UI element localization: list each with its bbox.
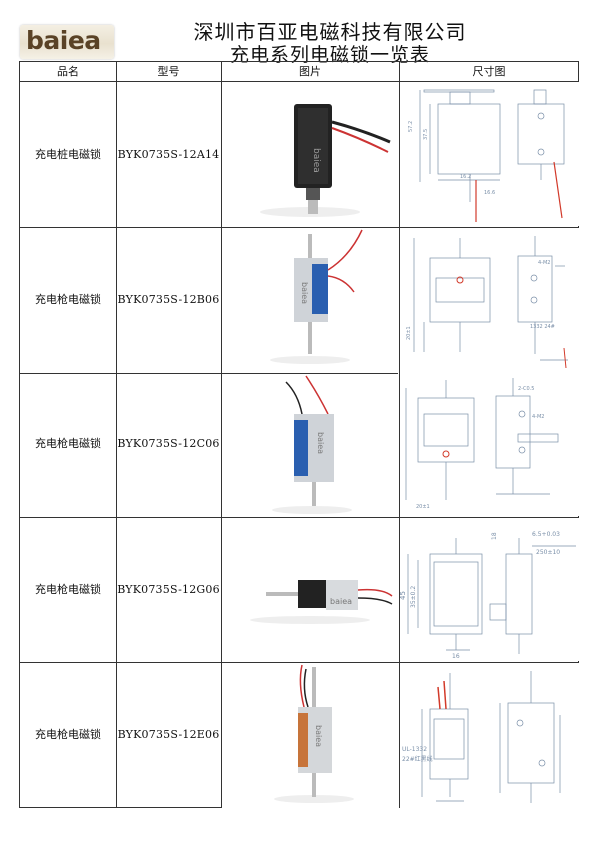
product-model: BYK0735S-12C06: [117, 437, 220, 450]
drawing-label: 57.2: [408, 121, 414, 132]
drawing-label: 35±0.2: [410, 586, 417, 608]
drawing-label: UL-1332: [402, 746, 427, 753]
row-divider: [20, 373, 398, 374]
column-header-name: 品名: [57, 65, 79, 78]
product-model: BYK0735S-12E06: [117, 728, 220, 741]
product-model: BYK0735S-12G06: [117, 583, 220, 596]
column-divider: [221, 62, 222, 807]
product-name: 充电枪电磁锁: [35, 293, 101, 306]
drawing-label: 16.2: [460, 174, 471, 180]
product-photo: baiea: [222, 82, 399, 226]
column-header-photo: 图片: [299, 65, 321, 78]
column-divider: [399, 62, 400, 807]
photo-brand-text: baiea: [316, 432, 325, 454]
product-model: BYK0735S-12A14: [117, 148, 220, 161]
dimension-drawing: UL-1332 22#红黑线: [400, 663, 579, 808]
drawing-label: 4-M2: [532, 414, 544, 420]
drawing-label: 20±1: [416, 504, 430, 510]
product-name: 充电枪电磁锁: [35, 583, 101, 596]
product-photo: baiea: [222, 518, 399, 661]
logo-text: baiea: [26, 26, 101, 55]
row-divider: [20, 81, 578, 82]
photo-brand-text: baiea: [314, 725, 323, 747]
drawing-label: 37.5: [423, 129, 429, 140]
page-title: 充电系列电磁锁一览表: [229, 44, 430, 66]
dimension-drawing: 6.5+0.03 250±10 45 35±0.2 16 18: [400, 518, 579, 661]
drawing-label: 6.5+0.03: [532, 531, 560, 538]
drawing-label: 22#红黑线: [402, 755, 433, 763]
product-photo: baiea: [222, 374, 399, 516]
column-header-model: 型号: [157, 65, 180, 78]
row-divider: [20, 662, 578, 663]
product-name: 充电枪电磁锁: [35, 728, 101, 741]
drawing-label: 4-M2: [538, 260, 550, 266]
drawing-label: 16: [452, 653, 460, 660]
drawing-label: 250±10: [536, 549, 560, 556]
product-photo: baiea: [222, 663, 399, 808]
dimension-drawing: 4-M2 1332 24# 20±1 2-C0.5 4-M2 20±1: [400, 228, 579, 516]
column-divider: [116, 62, 117, 807]
product-photo: baiea: [222, 228, 399, 372]
drawing-label: 2-C0.5: [518, 386, 534, 392]
photo-brand-text: baiea: [300, 282, 309, 304]
drawing-label: 16.6: [484, 190, 495, 196]
column-header-drawing: 尺寸图: [472, 65, 506, 78]
photo-brand-text: baiea: [311, 148, 321, 173]
drawing-label: 20±1: [406, 326, 412, 340]
dimension-drawing: 57.2 37.5 16.2 16.6: [400, 82, 579, 226]
drawing-label: 1332 24#: [530, 324, 555, 330]
row-divider: [20, 227, 578, 228]
product-name: 充电枪电磁锁: [35, 437, 101, 450]
drawing-label: 45: [400, 591, 407, 600]
company-logo: baiea: [20, 25, 114, 59]
product-table: 品名 型号 图片 尺寸图 充电桩电磁锁 BYK0735S-12A14 baiea: [19, 61, 579, 808]
row-divider: [20, 517, 578, 518]
product-name: 充电桩电磁锁: [35, 148, 101, 161]
product-model: BYK0735S-12B06: [117, 293, 220, 306]
company-name: 深圳市百亚电磁科技有限公司: [193, 20, 467, 44]
photo-brand-text: baiea: [330, 597, 352, 606]
drawing-label: 18: [491, 532, 498, 540]
